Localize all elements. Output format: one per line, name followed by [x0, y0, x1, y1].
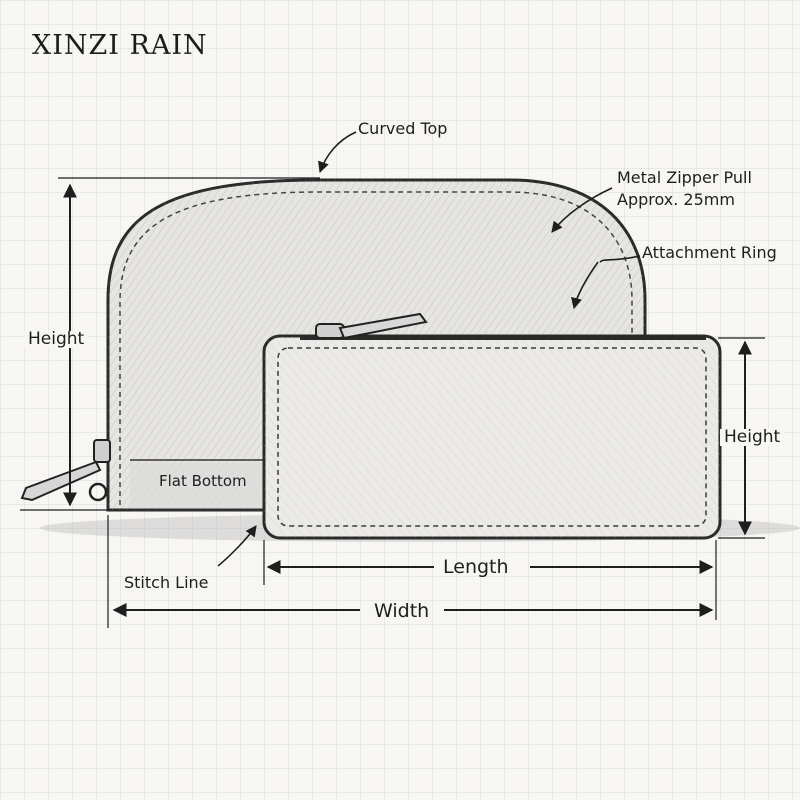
- brand-logo: XINZI RAIN: [32, 30, 208, 61]
- flat-bottom-label: Flat Bottom: [159, 472, 247, 490]
- stitch-line-label: Stitch Line: [124, 573, 209, 592]
- zipper-pull-label: Metal Zipper Pull: [617, 168, 752, 187]
- height-right-label: Height: [720, 429, 785, 446]
- large-pouch: [20, 178, 647, 512]
- length-label: Length: [443, 556, 509, 578]
- curved-top-label: Curved Top: [358, 119, 448, 138]
- dimension-lines: [20, 177, 765, 628]
- left-zipper-pull: [20, 439, 111, 502]
- top-zipper-pull: [315, 312, 428, 340]
- width-label: Width: [374, 600, 430, 622]
- zipper-size-label: Approx. 25mm: [617, 190, 735, 209]
- height-left-label: Height: [24, 331, 89, 348]
- small-pouch: [262, 312, 722, 540]
- callout-arrows: [217, 131, 641, 567]
- attachment-ring-label: Attachment Ring: [642, 243, 777, 262]
